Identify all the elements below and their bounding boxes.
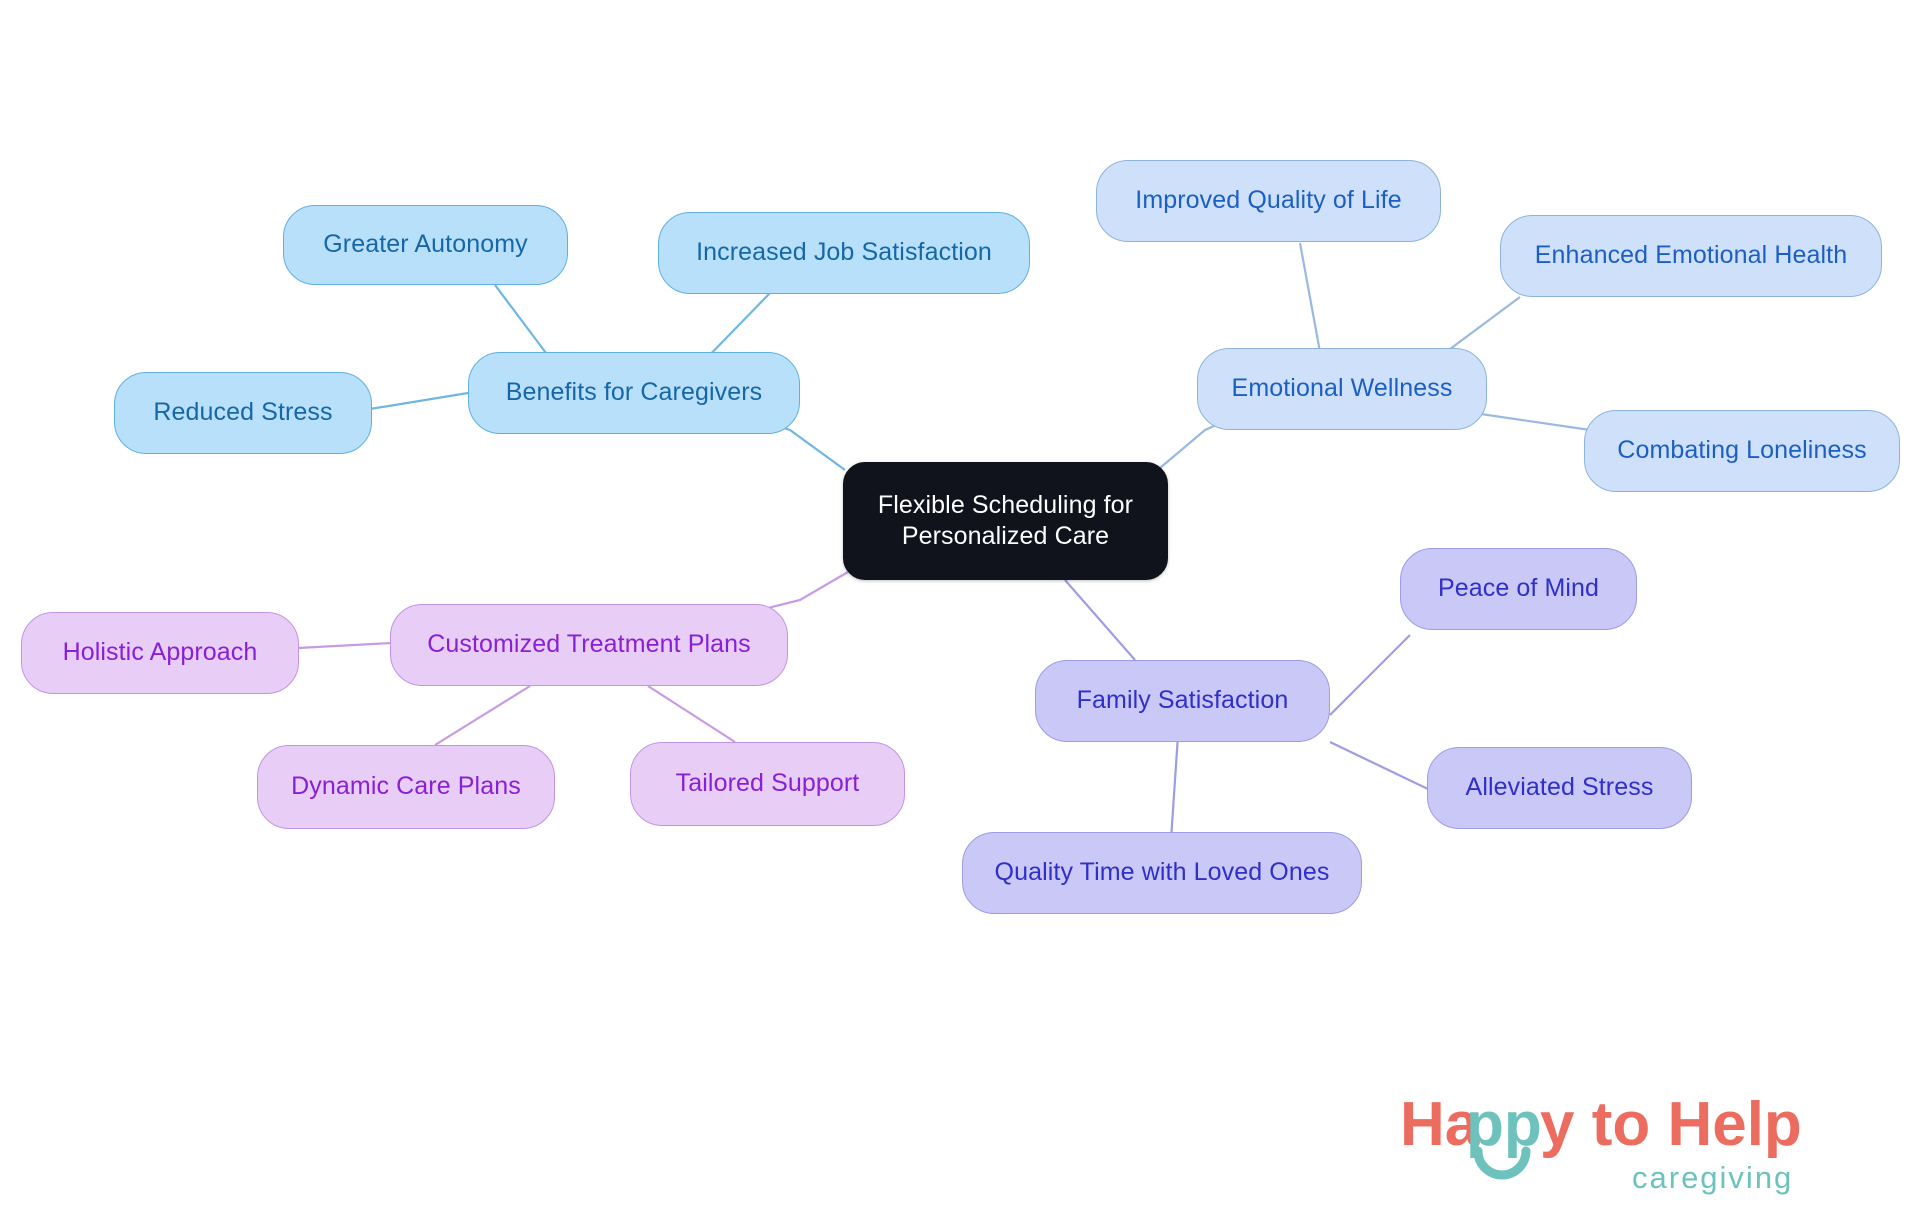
logo-tagline: caregiving (1632, 1160, 1793, 1195)
node-reduced-stress[interactable]: Reduced Stress (114, 372, 372, 454)
edge-root-to-family-satisfaction (1064, 579, 1136, 661)
node-improved-quality-of-life[interactable]: Improved Quality of Life (1096, 160, 1441, 242)
node-tailored-support[interactable]: Tailored Support (630, 742, 905, 826)
logo-text-part1: Ha (1400, 1090, 1480, 1159)
node-root[interactable]: Flexible Scheduling for Personalized Car… (843, 462, 1168, 580)
node-quality-time-with-loved-ones[interactable]: Quality Time with Loved Ones (962, 832, 1362, 914)
logo-smile-icon (1473, 1146, 1531, 1180)
node-alleviated-stress[interactable]: Alleviated Stress (1427, 747, 1692, 829)
node-enhanced-emotional-health[interactable]: Enhanced Emotional Health (1500, 215, 1882, 297)
happy-to-help-logo: Ha pp y to Help caregiving (1400, 1090, 1802, 1195)
edge-customized-to-tailored-support (647, 685, 736, 743)
node-customized-treatment-plans[interactable]: Customized Treatment Plans (390, 604, 788, 686)
node-holistic-approach[interactable]: Holistic Approach (21, 612, 299, 694)
edge-customized-to-dynamic-care-plans (434, 685, 531, 746)
node-peace-of-mind[interactable]: Peace of Mind (1400, 548, 1637, 630)
node-increased-job-satisfaction[interactable]: Increased Job Satisfaction (658, 212, 1030, 294)
node-combating-loneliness[interactable]: Combating Loneliness (1584, 410, 1900, 492)
node-dynamic-care-plans[interactable]: Dynamic Care Plans (257, 745, 555, 829)
node-benefits-for-caregivers[interactable]: Benefits for Caregivers (468, 352, 800, 434)
edge-customized-to-holistic-approach (297, 641, 393, 650)
edge-family-satisfaction-to-peace-of-mind (1329, 634, 1411, 716)
edge-emotional-wellness-to-enhanced-emotional-health (1441, 296, 1521, 356)
edge-emotional-wellness-to-improved-quality (1298, 242, 1322, 353)
node-emotional-wellness[interactable]: Emotional Wellness (1197, 348, 1487, 430)
edge-family-satisfaction-to-alleviated-stress (1329, 741, 1431, 791)
edge-benefits-to-reduced-stress (369, 391, 469, 411)
logo-text-part3: y to Help (1540, 1090, 1802, 1159)
node-greater-autonomy[interactable]: Greater Autonomy (283, 205, 568, 285)
node-family-satisfaction[interactable]: Family Satisfaction (1035, 660, 1330, 742)
